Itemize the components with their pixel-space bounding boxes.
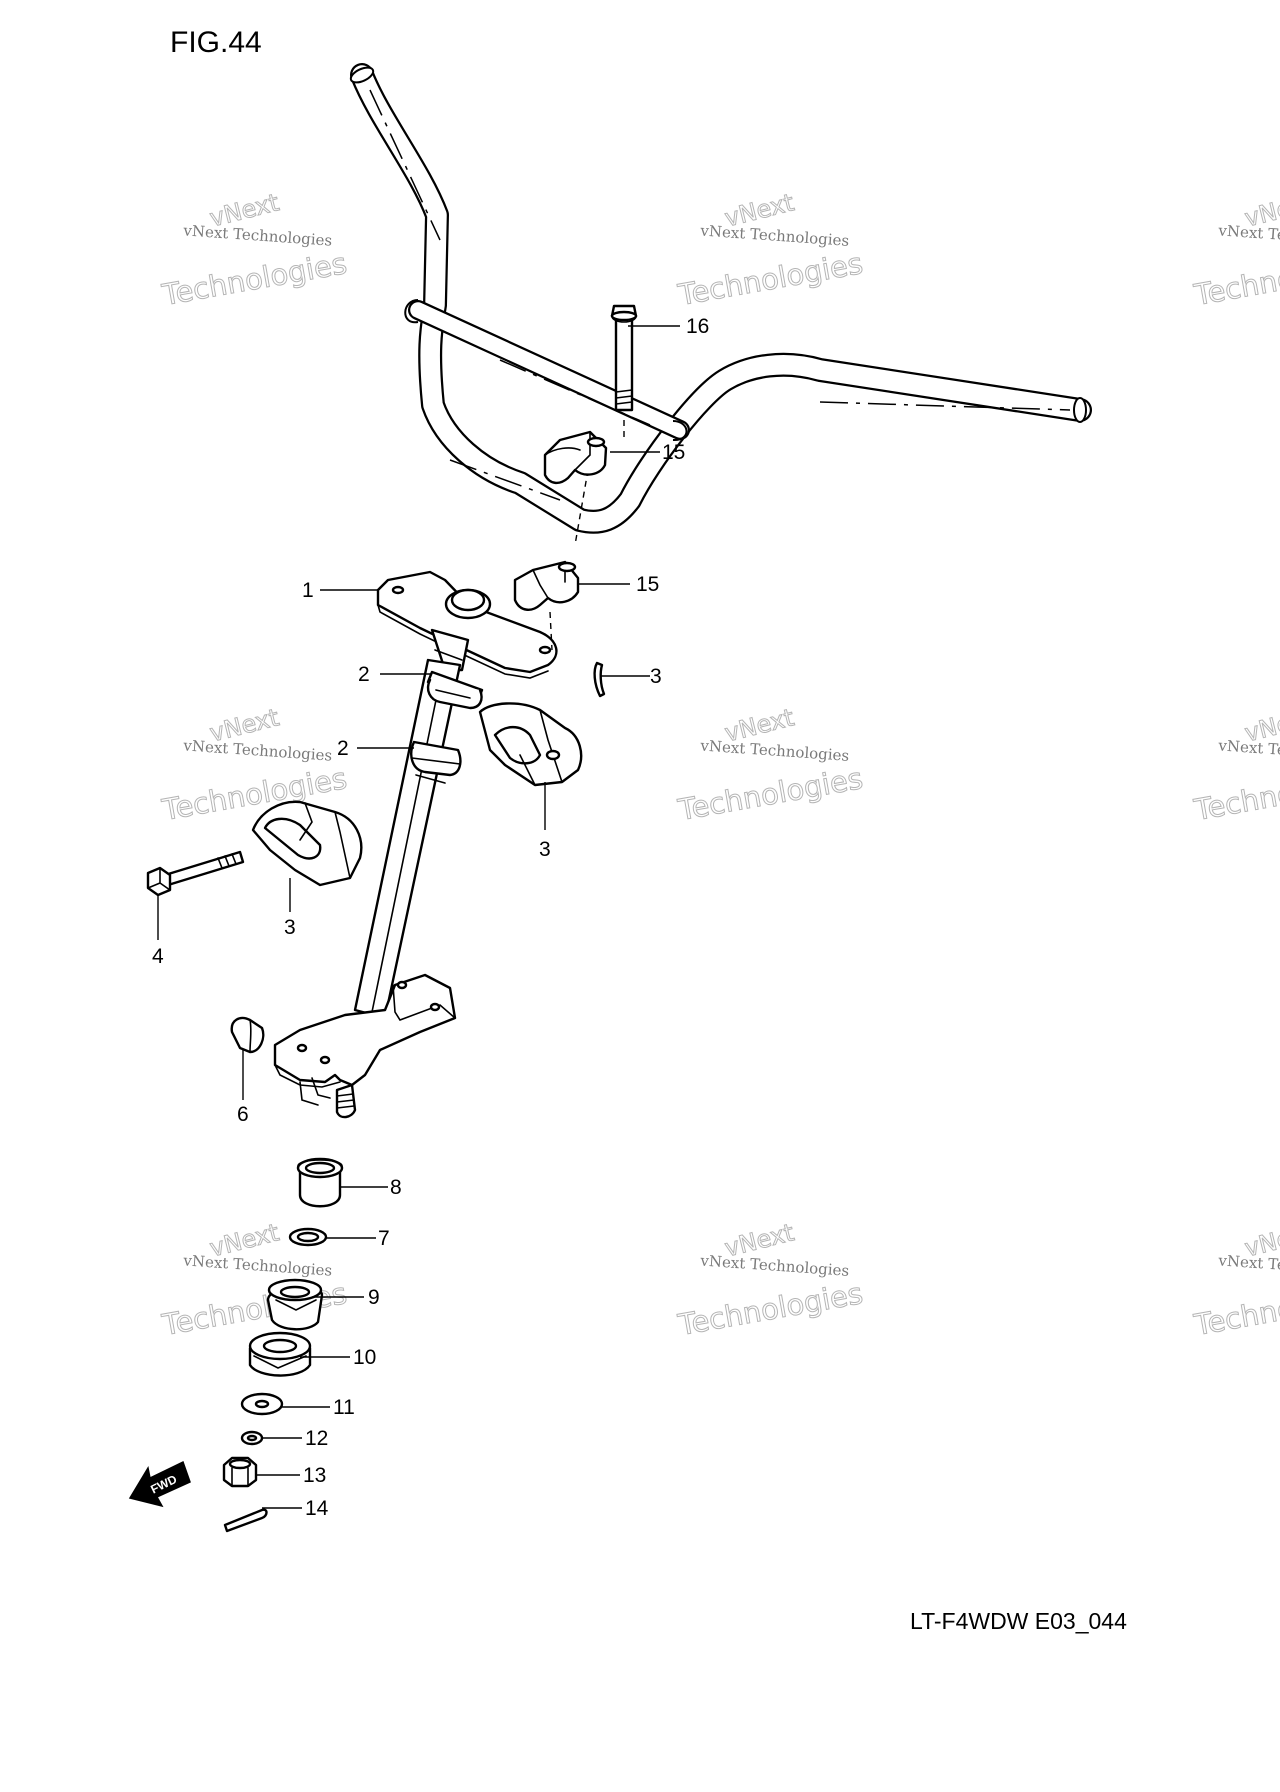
- watermark-low-right: vNext vNext Technologies Technologies: [1190, 1218, 1280, 1343]
- callout-3-left: 3: [284, 916, 296, 939]
- handlebar: [349, 63, 1092, 534]
- watermark-mid-center: vNext vNext Technologies Technologies: [674, 703, 865, 828]
- part-14-cotter-pin: [223, 1508, 268, 1533]
- callout-12: 12: [305, 1427, 328, 1450]
- part-3-bracket-right: [478, 702, 583, 787]
- svg-text:vNext Technologies: vNext Technologies: [182, 736, 333, 764]
- part-9-seal: [266, 1278, 324, 1331]
- part-4-bolt: [146, 850, 245, 897]
- watermark-mid-right: vNext vNext Technologies Technologies: [1190, 703, 1280, 828]
- callout-1: 1: [302, 579, 314, 602]
- callout-3-right: 3: [539, 838, 551, 861]
- svg-text:Technologies: Technologies: [1191, 761, 1280, 827]
- callout-15-lower: 15: [636, 573, 659, 596]
- steering-shaft: [273, 628, 470, 1119]
- callout-3-clip: 3: [650, 665, 662, 688]
- part-16-bolt: [574, 304, 638, 546]
- part-6-clip: [230, 1016, 265, 1054]
- callout-13: 13: [303, 1464, 326, 1487]
- svg-text:vNext Technologies: vNext Technologies: [1217, 1251, 1280, 1279]
- figure-title: FIG.44: [170, 26, 262, 59]
- callout-16: 16: [686, 315, 709, 338]
- svg-text:Technologies: Technologies: [675, 761, 865, 827]
- watermark-low-center: vNext vNext Technologies Technologies: [674, 1218, 865, 1343]
- watermark-top-center: vNext vNext Technologies Technologies: [674, 188, 865, 313]
- svg-text:Technologies: Technologies: [159, 246, 349, 312]
- svg-text:vNext Technologies: vNext Technologies: [182, 221, 333, 249]
- part-15-upper-holder: [543, 430, 608, 485]
- part-3-bracket-left: [251, 800, 363, 887]
- part-8-bushing: [296, 1157, 344, 1208]
- part-2-upper-bushing: [426, 670, 484, 710]
- fwd-arrow: FWD: [128, 1460, 191, 1508]
- callout-8: 8: [390, 1176, 402, 1199]
- svg-text:vNext Technologies: vNext Technologies: [182, 1251, 333, 1279]
- callout-7: 7: [378, 1227, 390, 1250]
- callout-14: 14: [305, 1497, 329, 1520]
- callouts: 16 15 15 1 2 3 2 3 3 4 6 8 7 9 10 11 12 …: [152, 315, 709, 1520]
- watermark-top-left: vNext vNext Technologies Technologies: [158, 188, 349, 313]
- part-3-clip: [593, 661, 606, 698]
- figure-code: LT-F4WDW E03_044: [910, 1608, 1127, 1634]
- part-13-nut: [222, 1456, 258, 1488]
- svg-text:Technologies: Technologies: [1191, 246, 1280, 312]
- svg-text:vNext Technologies: vNext Technologies: [699, 1251, 850, 1279]
- svg-text:vNext Technologies: vNext Technologies: [699, 736, 850, 764]
- part-11-washer: [240, 1392, 284, 1416]
- callout-2-upper: 2: [358, 663, 370, 686]
- part-12-washer: [240, 1430, 264, 1446]
- svg-text:vNext Technologies: vNext Technologies: [1217, 736, 1280, 764]
- part-1-top-plate: [376, 570, 558, 679]
- callout-2-lower: 2: [337, 737, 349, 760]
- part-2-lower-bushing: [410, 740, 462, 777]
- svg-text:Technologies: Technologies: [675, 1276, 865, 1342]
- svg-text:Technologies: Technologies: [675, 246, 865, 312]
- callout-6: 6: [237, 1103, 249, 1126]
- part-7-washer: [288, 1227, 328, 1247]
- svg-text:vNext Technologies: vNext Technologies: [699, 221, 850, 249]
- callout-11: 11: [333, 1396, 355, 1419]
- part-10-bearing: [248, 1331, 312, 1377]
- callout-15-upper: 15: [662, 441, 685, 464]
- watermark-top-right: vNext vNext Technologies Technologies: [1190, 188, 1280, 313]
- callout-9: 9: [368, 1286, 380, 1309]
- part-15-lower-holder: [513, 560, 580, 611]
- leader-lines: [157, 325, 680, 1509]
- svg-text:vNext Technologies: vNext Technologies: [1217, 221, 1280, 249]
- callout-4: 4: [152, 945, 164, 968]
- callout-10: 10: [353, 1346, 376, 1369]
- svg-text:Technologies: Technologies: [1191, 1276, 1280, 1342]
